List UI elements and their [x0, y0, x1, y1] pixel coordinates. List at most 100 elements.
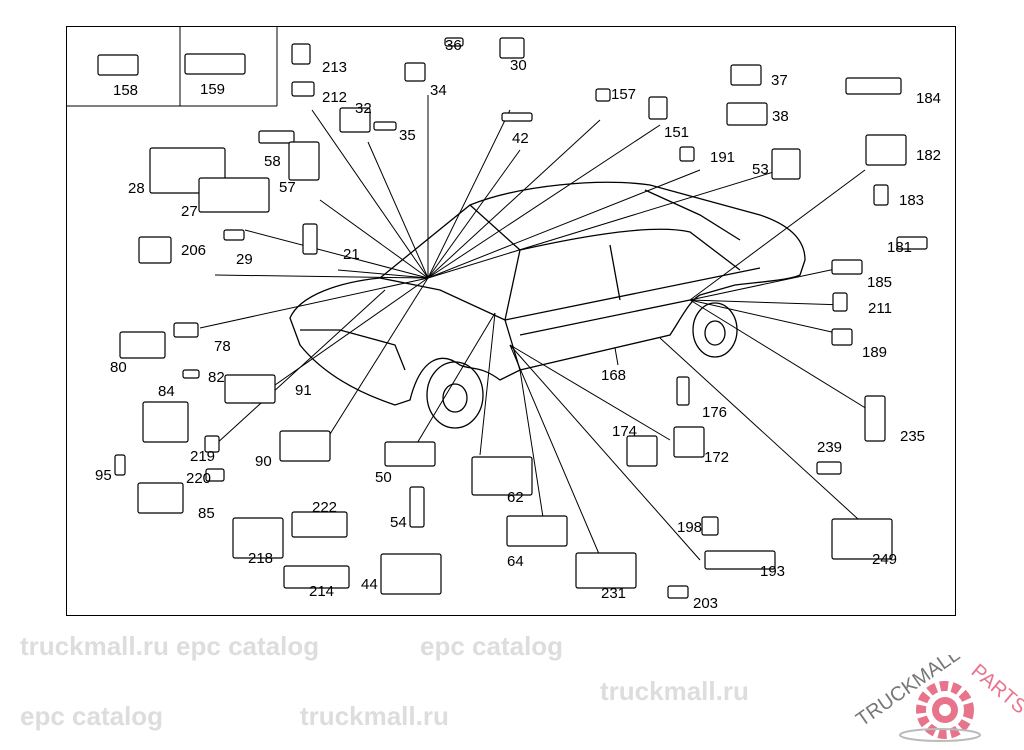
part-label[interactable]: 182 — [916, 147, 941, 164]
part-label[interactable]: 174 — [612, 423, 637, 440]
part-label[interactable]: 21 — [343, 246, 360, 263]
part-label[interactable]: 30 — [510, 57, 527, 74]
part-label[interactable]: 57 — [279, 179, 296, 196]
watermark-text: truckmall.ru epc catalog — [20, 631, 319, 661]
part-30 — [499, 37, 525, 59]
part-label[interactable]: 211 — [868, 300, 892, 317]
part-label[interactable]: 172 — [704, 449, 729, 466]
leader-line — [509, 344, 701, 561]
part-label[interactable]: 91 — [295, 382, 312, 399]
part-185 — [831, 259, 863, 275]
part-label[interactable]: 50 — [375, 469, 392, 486]
part-label[interactable]: 44 — [361, 576, 378, 593]
part-label[interactable]: 42 — [512, 130, 529, 147]
part-label[interactable]: 158 — [113, 82, 138, 99]
part-label[interactable]: 206 — [181, 242, 206, 259]
part-37 — [730, 64, 762, 86]
part-36 — [444, 37, 464, 47]
part-44 — [380, 553, 442, 595]
part-198 — [701, 516, 719, 536]
part-label[interactable]: 80 — [110, 359, 127, 376]
leader-line — [337, 269, 429, 279]
part-label[interactable]: 38 — [772, 108, 789, 125]
part-label[interactable]: 218 — [248, 550, 273, 567]
watermark-text: truckmall.ru — [600, 676, 749, 706]
part-203 — [667, 585, 689, 599]
part-label[interactable]: 181 — [887, 239, 912, 256]
part-80 — [119, 331, 166, 359]
part-181 — [896, 236, 928, 250]
part-label[interactable]: 168 — [601, 367, 626, 384]
part-label[interactable]: 249 — [872, 551, 897, 568]
part-label[interactable]: 27 — [181, 203, 198, 220]
leader-line — [427, 149, 521, 279]
part-249 — [831, 518, 893, 560]
part-label[interactable]: 212 — [322, 89, 347, 106]
part-label[interactable]: 34 — [430, 82, 447, 99]
part-label[interactable]: 85 — [198, 505, 215, 522]
part-label[interactable]: 193 — [760, 563, 785, 580]
leader-lines — [199, 95, 886, 569]
part-label[interactable]: 203 — [693, 595, 718, 612]
part-label[interactable]: 62 — [507, 489, 524, 506]
leader-line — [689, 267, 841, 301]
part-label[interactable]: 95 — [95, 467, 112, 484]
part-label[interactable]: 53 — [752, 161, 769, 178]
part-172 — [673, 426, 705, 458]
part-label[interactable]: 29 — [236, 251, 253, 268]
part-label[interactable]: 58 — [264, 153, 281, 170]
part-191 — [679, 146, 695, 162]
part-label[interactable]: 239 — [817, 439, 842, 456]
part-85 — [137, 482, 184, 514]
leader-line — [214, 274, 429, 279]
part-label[interactable]: 32 — [355, 100, 372, 117]
part-label[interactable]: 222 — [312, 499, 337, 516]
leader-line — [519, 369, 546, 531]
part-label[interactable]: 198 — [677, 519, 702, 536]
part-159 — [184, 53, 246, 75]
part-label[interactable]: 37 — [771, 72, 788, 89]
part-label[interactable]: 235 — [900, 428, 925, 445]
part-label[interactable]: 185 — [867, 274, 892, 291]
leader-line — [214, 289, 386, 446]
part-label[interactable]: 191 — [710, 149, 735, 166]
part-label[interactable]: 90 — [255, 453, 272, 470]
part-27 — [198, 177, 270, 213]
part-label[interactable]: 214 — [309, 583, 334, 600]
part-64 — [506, 515, 568, 547]
part-label[interactable]: 213 — [322, 59, 347, 76]
leader-line — [614, 347, 619, 366]
part-label[interactable]: 157 — [611, 86, 636, 103]
leader-line — [427, 119, 601, 279]
part-239 — [816, 461, 842, 475]
part-58 — [258, 130, 295, 144]
logo-text-accent: PARTS — [967, 660, 1024, 719]
part-label[interactable]: 82 — [208, 369, 225, 386]
watermark-text: epc catalog — [420, 631, 563, 661]
part-214 — [283, 565, 350, 589]
part-label[interactable]: 159 — [200, 81, 225, 98]
part-label[interactable]: 231 — [601, 585, 626, 602]
part-label[interactable]: 219 — [190, 448, 215, 465]
part-label[interactable]: 78 — [214, 338, 231, 355]
part-label[interactable]: 64 — [507, 553, 524, 570]
leader-line — [427, 169, 781, 279]
part-235 — [864, 395, 886, 442]
part-label[interactable]: 84 — [158, 383, 175, 400]
part-35 — [373, 121, 397, 131]
part-label[interactable]: 28 — [128, 180, 145, 197]
part-labels: 158 159 213 212 36 34 30 32 35 42 157 151 37 38 184 191… — [95, 37, 941, 612]
leader-line — [479, 312, 496, 456]
leader-line — [244, 229, 429, 279]
part-label[interactable]: 183 — [899, 192, 924, 209]
part-label[interactable]: 36 — [445, 37, 462, 54]
part-label[interactable]: 184 — [916, 90, 941, 107]
part-label[interactable]: 35 — [399, 127, 416, 144]
part-95 — [114, 454, 126, 476]
part-82 — [182, 369, 200, 379]
part-label[interactable]: 189 — [862, 344, 887, 361]
part-label[interactable]: 151 — [664, 124, 689, 141]
part-label[interactable]: 176 — [702, 404, 727, 421]
part-label[interactable]: 54 — [390, 514, 407, 531]
part-label[interactable]: 220 — [186, 470, 211, 487]
